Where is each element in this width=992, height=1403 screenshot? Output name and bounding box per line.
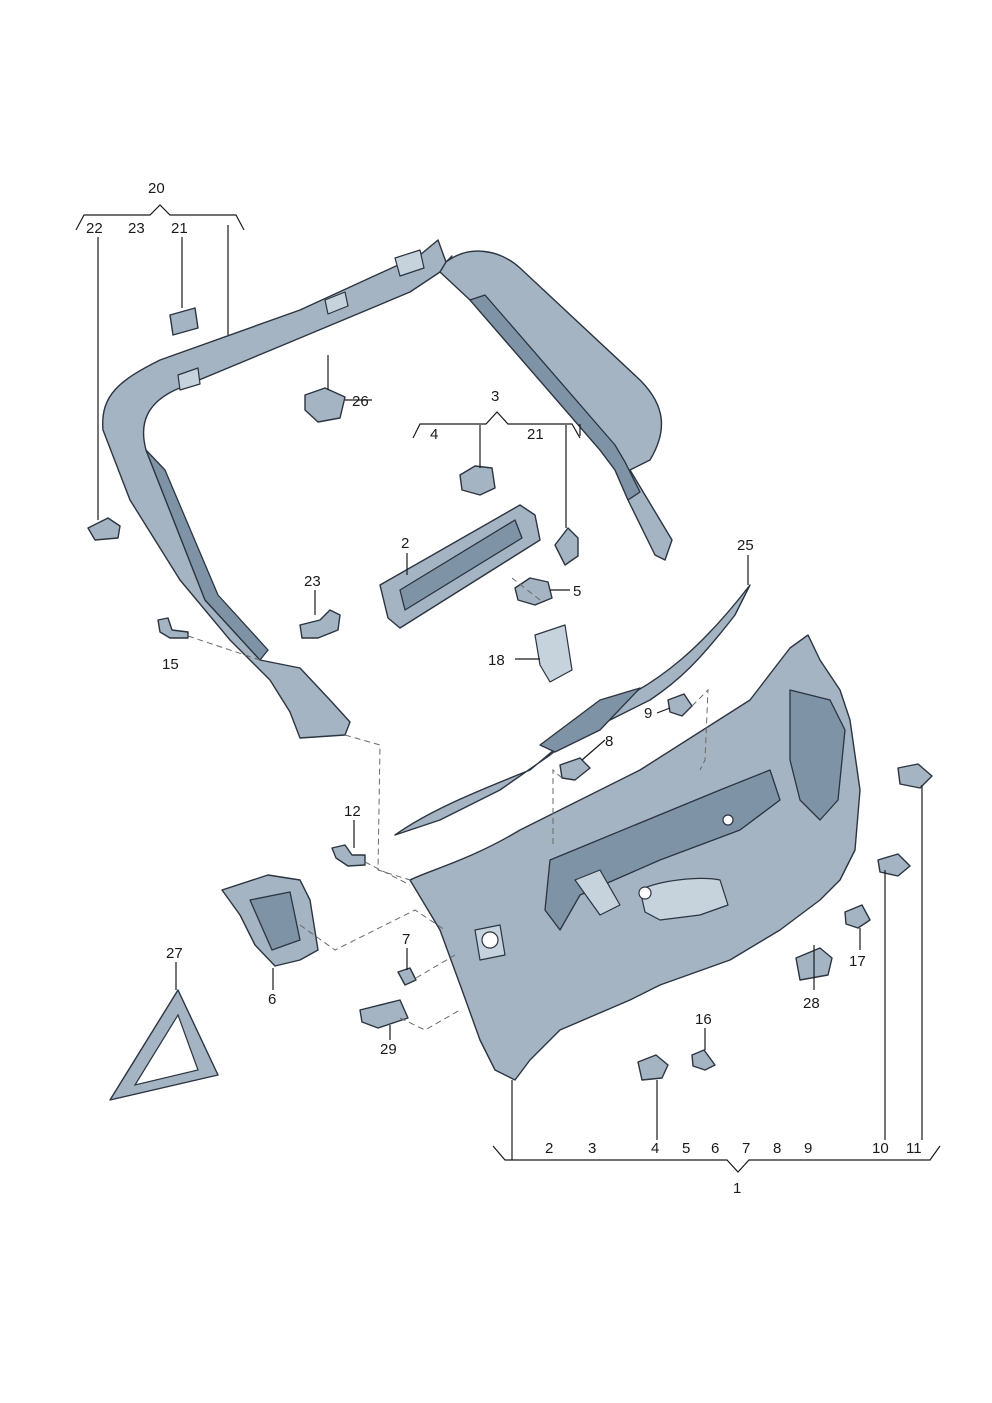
callout-6: 6: [268, 991, 276, 1008]
part-21-top: [169, 307, 199, 336]
callout-23: 23: [304, 573, 321, 590]
upper-trim-frame: [102, 239, 453, 739]
callout-7: 7: [402, 931, 410, 948]
bracket-group-20: [75, 204, 245, 231]
callout-8: 8: [605, 733, 613, 750]
part-15: [157, 617, 189, 639]
callout-27: 27: [166, 945, 183, 962]
part-4-lower: [637, 1054, 669, 1081]
part-29: [359, 999, 409, 1029]
part-2-handle: [379, 504, 541, 629]
part-6-plate: [221, 874, 319, 967]
callout-1-item-9: 9: [804, 1140, 812, 1157]
part-16: [691, 1049, 716, 1071]
part-12: [331, 844, 366, 867]
callout-9: 9: [644, 705, 652, 722]
callout-2: 2: [401, 535, 409, 552]
callout-1-item-10: 10: [872, 1140, 889, 1157]
part-5: [514, 577, 553, 606]
callout-29: 29: [380, 1041, 397, 1058]
part-4-upper: [459, 465, 496, 496]
part-7: [397, 967, 417, 986]
bracket-group-3: [412, 411, 581, 439]
callout-1-item-4: 4: [651, 1140, 659, 1157]
part-11: [897, 763, 933, 789]
callout-12: 12: [344, 803, 361, 820]
callout-1-item-2: 2: [545, 1140, 553, 1157]
callout-25: 25: [737, 537, 754, 554]
callout-1-item-7: 7: [742, 1140, 750, 1157]
callout-4-group: 4: [430, 426, 438, 443]
callout-18: 18: [488, 652, 505, 669]
callout-1-item-8: 8: [773, 1140, 781, 1157]
callout-1-item-6: 6: [711, 1140, 719, 1157]
right-side-trim: [439, 250, 673, 561]
callout-16: 16: [695, 1011, 712, 1028]
callout-26: 26: [352, 393, 369, 410]
leader-lines: [97, 225, 923, 1160]
callout-28: 28: [803, 995, 820, 1012]
part-23: [299, 609, 341, 639]
callout-20: 20: [148, 180, 165, 197]
assembly-lines: [187, 577, 709, 1031]
callout-labels: 20 22 23 21 26 3 4 21 2 5 25 23 15 18 9 …: [86, 180, 922, 1197]
callout-21-group: 21: [171, 220, 188, 237]
part-18: [534, 624, 573, 683]
callout-15: 15: [162, 656, 179, 673]
callout-22: 22: [86, 220, 103, 237]
part-27-warning-triangle: [109, 989, 219, 1101]
part-9: [667, 693, 693, 717]
callout-21-group3: 21: [527, 426, 544, 443]
spoiler-trim: [394, 584, 751, 836]
callout-5: 5: [573, 583, 581, 600]
callout-1-item-5: 5: [682, 1140, 690, 1157]
part-17: [844, 904, 871, 929]
callout-3: 3: [491, 388, 499, 405]
bracket-group-1: [492, 1145, 941, 1173]
part-21-mid: [554, 527, 579, 566]
part-10: [877, 853, 911, 877]
part-8: [559, 757, 591, 781]
part-22: [87, 517, 121, 541]
callout-1-item-11: 11: [906, 1140, 922, 1157]
callout-1-item-3: 3: [588, 1140, 596, 1157]
callout-1: 1: [733, 1180, 741, 1197]
callout-17: 17: [849, 953, 866, 970]
part-26: [304, 387, 346, 423]
callout-23-group: 23: [128, 220, 145, 237]
tailgate-inner-trim: [409, 634, 861, 1081]
